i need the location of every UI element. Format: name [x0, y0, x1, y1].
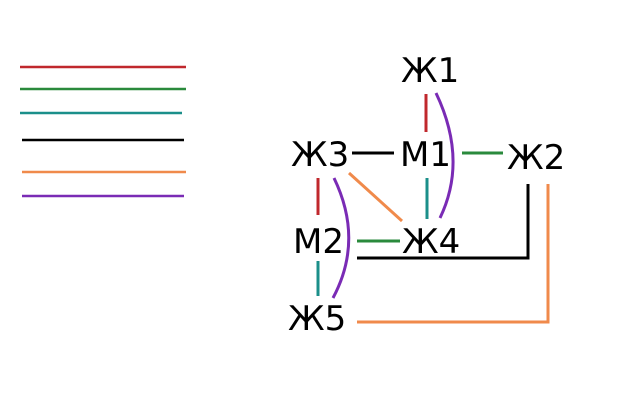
node-zh4: Ж4	[402, 222, 460, 262]
node-zh1: Ж1	[401, 51, 459, 91]
edges	[316, 92, 550, 324]
node-m2: M2	[293, 222, 344, 262]
node-zh3: Ж3	[291, 135, 349, 175]
edge-zh3-zh4-orange	[347, 171, 404, 223]
node-zh2: Ж2	[507, 138, 565, 178]
edge-zh3-zh5-purple	[331, 177, 351, 299]
edge-zh2-zh5-orange	[357, 184, 550, 324]
node-zh5: Ж5	[288, 299, 346, 339]
legend	[20, 65, 186, 198]
node-m1: M1	[400, 135, 451, 175]
nodes: Ж1 M1 Ж2 Ж3 M2 Ж4 Ж5	[288, 51, 565, 339]
edge-zh1-zh4-purple	[434, 92, 455, 219]
edge-zh2-m2-black	[357, 184, 530, 260]
